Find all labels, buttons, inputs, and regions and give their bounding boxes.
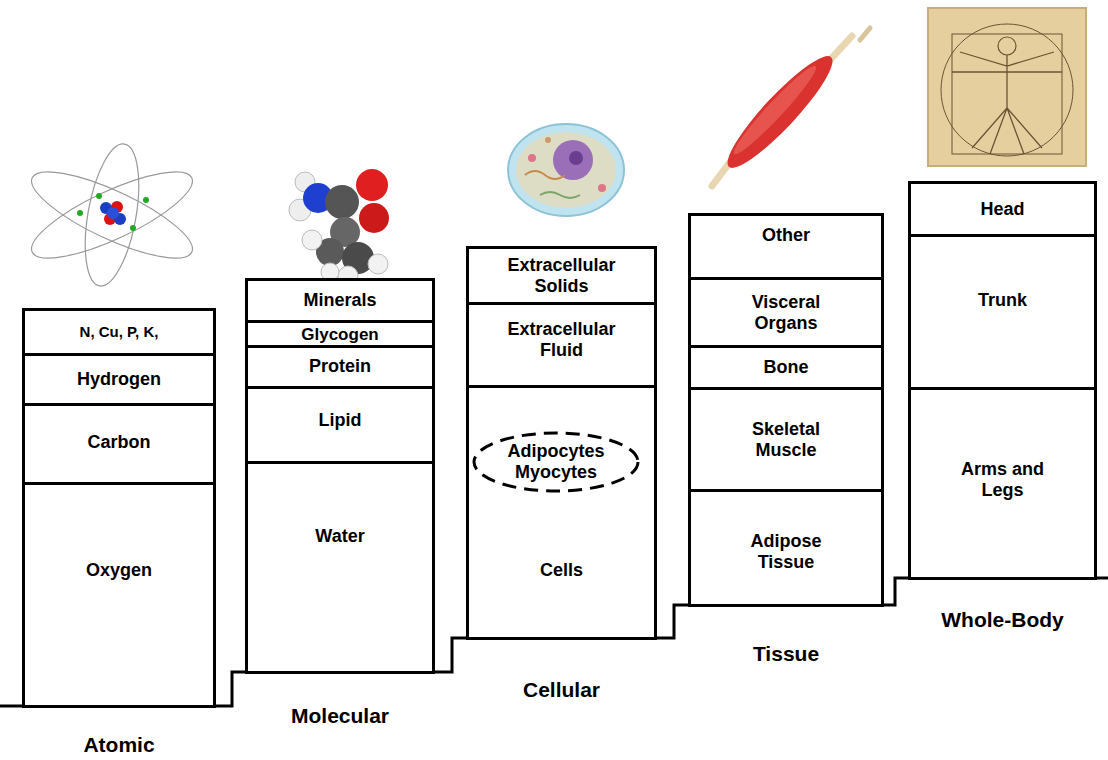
band-label: N, Cu, P, K,	[80, 323, 159, 340]
tissue-band: Bone	[691, 348, 881, 390]
whole-body-column: Whole-BodyHeadTrunkArms and Legs	[908, 181, 1097, 580]
cell-band: Cells Adipocytes Myocytes	[469, 388, 654, 637]
cell-icon	[508, 124, 624, 216]
band-label: Glycogen	[301, 326, 378, 343]
element-band: N, Cu, P, K,	[25, 311, 213, 356]
level-label: Cellular	[523, 678, 600, 702]
body-band: Head	[911, 184, 1094, 237]
dashed-ellipse: Adipocytes Myocytes	[472, 431, 640, 493]
molecule-icon	[289, 169, 389, 286]
level-label: Atomic	[83, 733, 154, 757]
element-band: Hydrogen	[25, 356, 213, 406]
band-label: Extracellular Solids	[487, 255, 637, 296]
band-label: Adipose Tissue	[726, 531, 846, 572]
band-label: Cells	[540, 560, 583, 581]
band-label: Hydrogen	[77, 369, 161, 390]
cell-band: Extracellular Fluid	[469, 305, 654, 388]
molecule-band: Protein	[248, 348, 432, 389]
band-label: Adipocytes Myocytes	[481, 441, 631, 482]
band-label: Head	[980, 199, 1024, 220]
cellular-column: CellularExtracellular SolidsExtracellula…	[466, 246, 657, 640]
band-label: Lipid	[319, 410, 362, 431]
band-label: Minerals	[303, 290, 376, 311]
band-label: Arms and Legs	[943, 459, 1063, 500]
cell-band: Extracellular Solids	[469, 249, 654, 305]
tissue-band: Visceral Organs	[691, 280, 881, 348]
level-label: Whole-Body	[941, 608, 1063, 632]
atom-icon	[22, 140, 202, 290]
level-label: Molecular	[291, 704, 389, 728]
body-band: Trunk	[911, 237, 1094, 390]
band-label: Protein	[309, 356, 371, 377]
tissue-band: Adipose Tissue	[691, 492, 881, 604]
molecule-band: Minerals	[248, 281, 432, 323]
tissue-band: Skeletal Muscle	[691, 390, 881, 492]
band-label: Visceral Organs	[726, 292, 846, 333]
molecule-band: Lipid	[248, 389, 432, 464]
tissue-column: TissueOtherVisceral OrgansBoneSkeletal M…	[688, 213, 884, 607]
element-band: Oxygen	[25, 485, 213, 705]
molecular-column: MolecularMineralsGlycogenProteinLipidWat…	[245, 278, 435, 674]
muscle-icon	[712, 28, 870, 186]
band-label: Carbon	[88, 432, 151, 453]
band-label: Skeletal Muscle	[726, 419, 846, 460]
band-label: Trunk	[978, 290, 1027, 311]
band-label: Extracellular Fluid	[487, 319, 637, 360]
atomic-column: AtomicN, Cu, P, K,HydrogenCarbonOxygen	[22, 308, 216, 708]
band-label: Bone	[764, 357, 809, 378]
band-label: Other	[762, 225, 810, 246]
tissue-band: Other	[691, 216, 881, 280]
level-label: Tissue	[753, 642, 819, 666]
body-band: Arms and Legs	[911, 390, 1094, 577]
band-label: Oxygen	[86, 560, 152, 581]
molecule-band: Water	[248, 464, 432, 671]
vitruvian-man-icon	[928, 8, 1086, 166]
element-band: Carbon	[25, 406, 213, 485]
band-label: Water	[315, 526, 364, 547]
molecule-band: Glycogen	[248, 323, 432, 348]
